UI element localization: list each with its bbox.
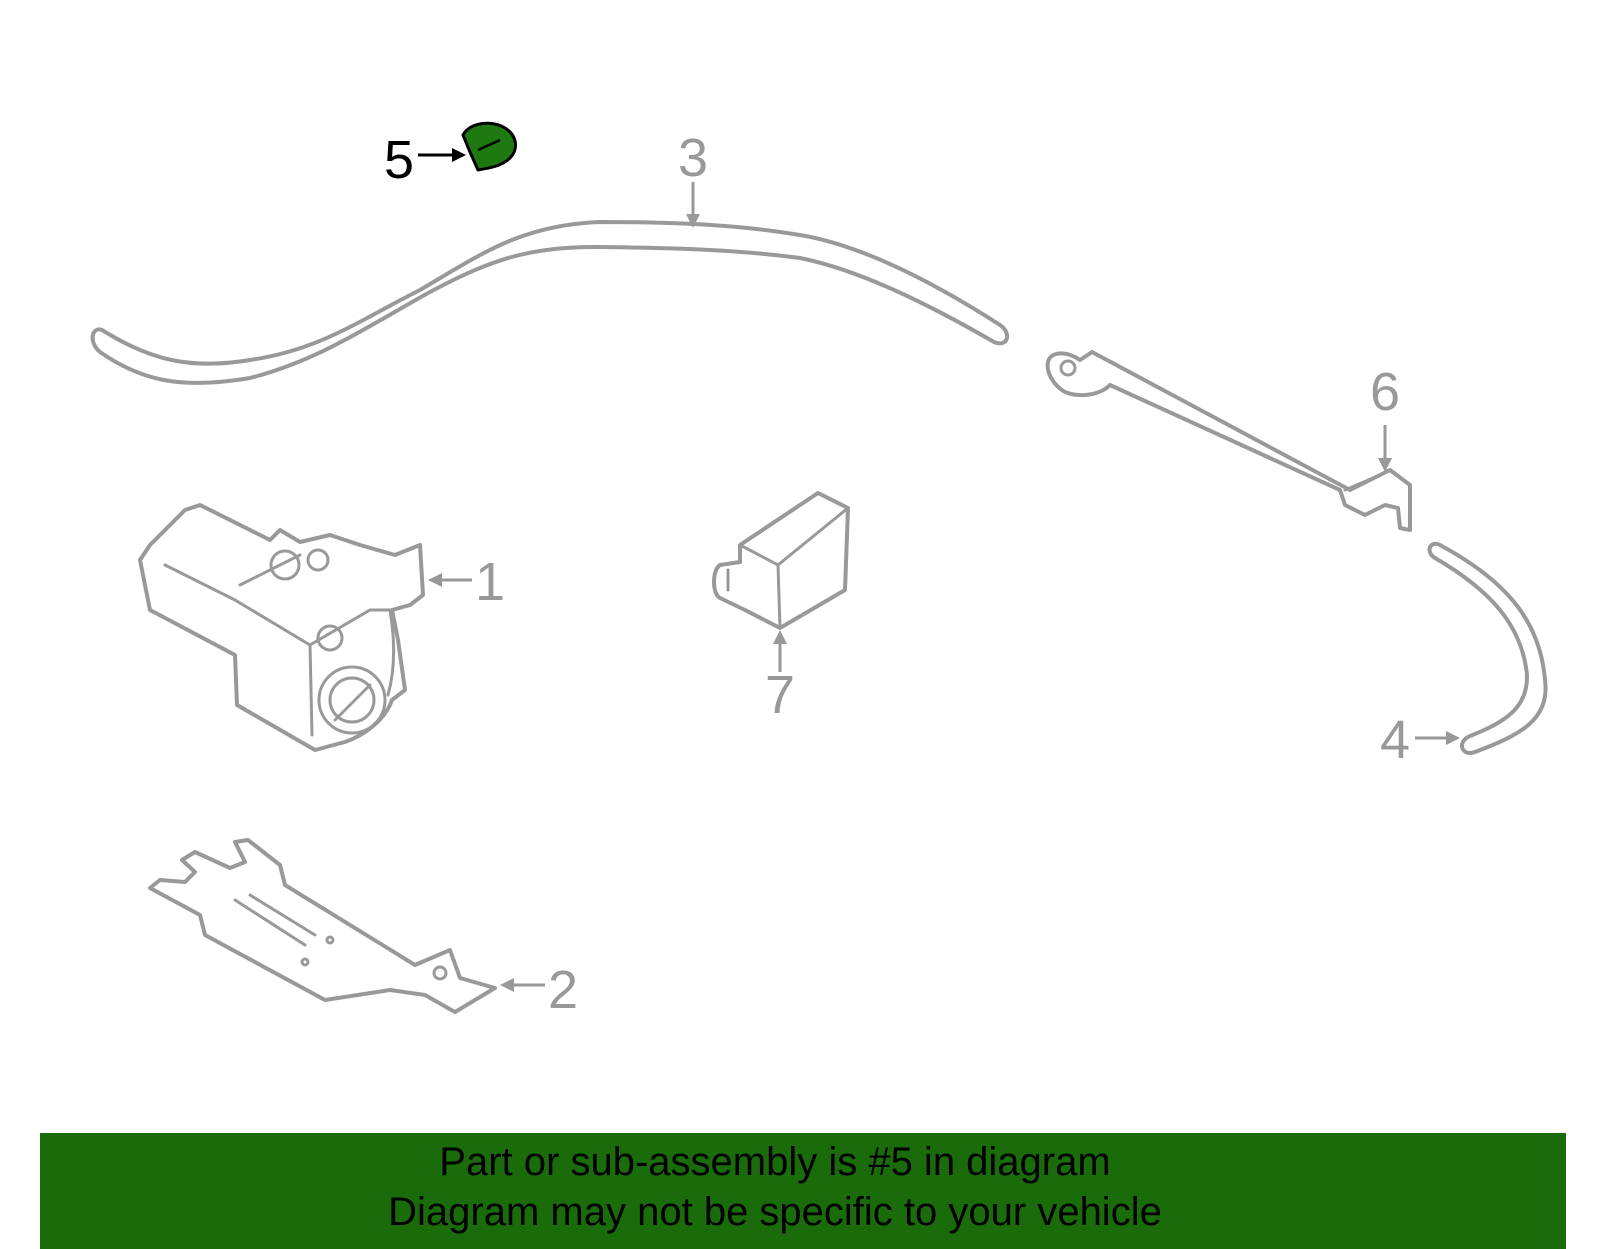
callout-2: 2 (548, 960, 578, 1020)
part-6-link-rod (1045, 350, 1412, 532)
banner-line-part-info: Part or sub-assembly is #5 in diagram (439, 1140, 1111, 1184)
part-2-bracket (148, 838, 497, 1014)
banner-line-disclaimer: Diagram may not be specific to your vehi… (388, 1190, 1162, 1234)
info-banner: Part or sub-assembly is #5 in diagram Di… (40, 1133, 1566, 1249)
part-3-strip (90, 220, 1010, 385)
part-7-sensor-box (712, 491, 850, 630)
part-5-clip (461, 121, 517, 172)
part-4-curved-strip (1427, 541, 1548, 755)
arrowhead-4 (1446, 731, 1460, 745)
callout-3: 3 (678, 128, 708, 188)
callout-1: 1 (475, 552, 505, 612)
arrowhead-2 (500, 978, 514, 992)
arrowhead-5 (452, 148, 466, 162)
callout-6: 6 (1370, 362, 1400, 422)
arrowhead-1 (428, 573, 442, 587)
arrowhead-3 (686, 214, 700, 228)
callout-4: 4 (1380, 710, 1410, 770)
arrowhead-7 (773, 630, 787, 644)
arrowhead-6 (1378, 458, 1392, 472)
callout-7: 7 (765, 665, 795, 725)
callout-5: 5 (384, 130, 414, 190)
part-1-actuator (138, 503, 425, 752)
